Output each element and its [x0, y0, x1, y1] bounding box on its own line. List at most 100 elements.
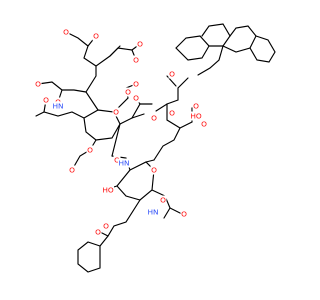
atom-label-text: O — [69, 166, 75, 175]
atom-label-o: O — [200, 119, 208, 129]
bond-fluorene — [249, 35, 276, 63]
bond-side-chain — [65, 31, 97, 67]
atom-label-o: O — [34, 79, 42, 89]
atom-label-o: O — [102, 221, 110, 231]
atom-label-bg — [86, 145, 94, 155]
atom-label-text: O — [125, 88, 131, 97]
atom-label-text: O — [160, 196, 166, 205]
atom-label-hn: HN — [147, 207, 159, 217]
atom-label-o: O — [136, 39, 144, 49]
atom-label-bg — [132, 93, 140, 103]
atom-label-text: O — [201, 120, 207, 129]
atom-label-o: O — [192, 101, 200, 111]
atom-label-text: O — [181, 210, 187, 219]
atom-label-bg — [42, 95, 50, 105]
atom-label-text: HN — [147, 208, 158, 217]
atom-label-text: HO — [190, 112, 202, 121]
bond-neu5ac-sub — [111, 123, 121, 157]
atom-label-o: O — [132, 93, 140, 103]
atom-label-bg — [192, 101, 200, 111]
atom-label-text: O — [114, 156, 120, 165]
bond-neu5ac-sub — [119, 113, 145, 125]
atom-label-o: O — [168, 69, 176, 79]
atom-label-bg — [113, 155, 121, 165]
atom-label-bg — [180, 209, 188, 219]
atom-label-text: O — [193, 102, 199, 111]
atom-label-text: HN — [118, 159, 129, 168]
atom-label-bg — [159, 195, 167, 205]
atom-label-bg — [102, 221, 110, 231]
atom-label-text: O — [103, 222, 109, 231]
bond-fluorene — [175, 35, 210, 61]
atom-label-o: O — [168, 108, 176, 118]
atom-label-bg — [150, 113, 158, 123]
bond-benzoyl-ring — [77, 241, 101, 273]
atom-label-ho: HO — [102, 185, 114, 195]
atom-label-bg — [92, 31, 100, 41]
molecule-svg: OOOOOOOOOOOOOOOOOOOOOOOOHNHNHNHOHO — [34, 23, 276, 273]
atom-label-text: O — [93, 32, 99, 41]
atom-label-o: O — [159, 195, 167, 205]
atom-label-text: O — [87, 146, 93, 155]
bond-carbamate — [155, 77, 189, 112]
bond-benzoyl — [99, 199, 141, 247]
atom-label-text: O — [113, 108, 119, 117]
atom-label-o: O — [112, 107, 120, 117]
atom-label-o: O — [150, 113, 158, 123]
atom-label-o: O — [68, 165, 76, 175]
atom-label-bg — [118, 158, 130, 168]
bond-fmoc-ch2 — [197, 45, 224, 76]
atom-label-o: O — [62, 27, 70, 37]
atom-label-o: O — [92, 31, 100, 41]
atom-label-bg — [102, 185, 114, 195]
structure-diagram: OOOOOOOOOOOOOOOOOOOOOOOOHNHNHNHOHO — [34, 23, 276, 273]
atom-label-text: O — [133, 56, 139, 65]
atom-label-ho: HO — [190, 111, 202, 121]
atom-label-bg — [200, 119, 208, 129]
atom-label-bg — [136, 39, 144, 49]
atom-label-text: O — [43, 96, 49, 105]
atom-label-bg — [190, 111, 202, 121]
atom-label-o: O — [132, 79, 140, 89]
atom-label-bg — [132, 55, 140, 65]
bond-neu5ac-sub — [71, 139, 97, 171]
atom-label-text: O — [133, 94, 139, 103]
atom-label-hn: HN — [118, 158, 130, 168]
atom-label-text: O — [169, 109, 175, 118]
atom-label-bg — [62, 27, 70, 37]
atom-label-bg — [124, 87, 132, 97]
atom-label-o: O — [86, 145, 94, 155]
atom-label-bg — [68, 165, 76, 175]
atom-label-text: O — [169, 70, 175, 79]
atom-label-o: O — [180, 209, 188, 219]
atom-layer: OOOOOOOOOOOOOOOOOOOOOOOOHNHNHNHOHO — [34, 27, 208, 237]
bond-fluorene — [201, 23, 231, 47]
bond-neu5ac-sub — [35, 111, 85, 119]
atom-label-bg — [132, 79, 140, 89]
bond-galnac-sub — [163, 207, 171, 219]
atom-label-bg — [150, 165, 158, 175]
bond-galnac-ring — [116, 161, 155, 201]
atom-label-bg — [112, 107, 120, 117]
bond-side-chain — [85, 45, 121, 111]
bond-side-chain — [109, 43, 141, 57]
atom-label-bg — [94, 227, 102, 237]
bond-galnac-sub — [151, 189, 183, 215]
atom-label-text: HN — [52, 102, 63, 111]
atom-label-text: O — [35, 80, 41, 89]
atom-label-o: O — [132, 55, 140, 65]
atom-label-text: O — [95, 228, 101, 237]
atom-label-bg — [52, 101, 64, 111]
bond-layer — [35, 23, 276, 273]
bond-neu5ac-ring — [83, 109, 121, 141]
atom-label-text: O — [151, 114, 157, 123]
atom-label-o: O — [124, 87, 132, 97]
atom-label-bg — [34, 79, 42, 89]
atom-label-text: HO — [102, 186, 114, 195]
atom-label-bg — [168, 69, 176, 79]
atom-label-o: O — [113, 155, 121, 165]
atom-label-text: O — [137, 40, 143, 49]
atom-label-text: O — [63, 28, 69, 37]
bond-neu5ac-sub — [131, 103, 153, 119]
atom-label-bg — [147, 207, 159, 217]
